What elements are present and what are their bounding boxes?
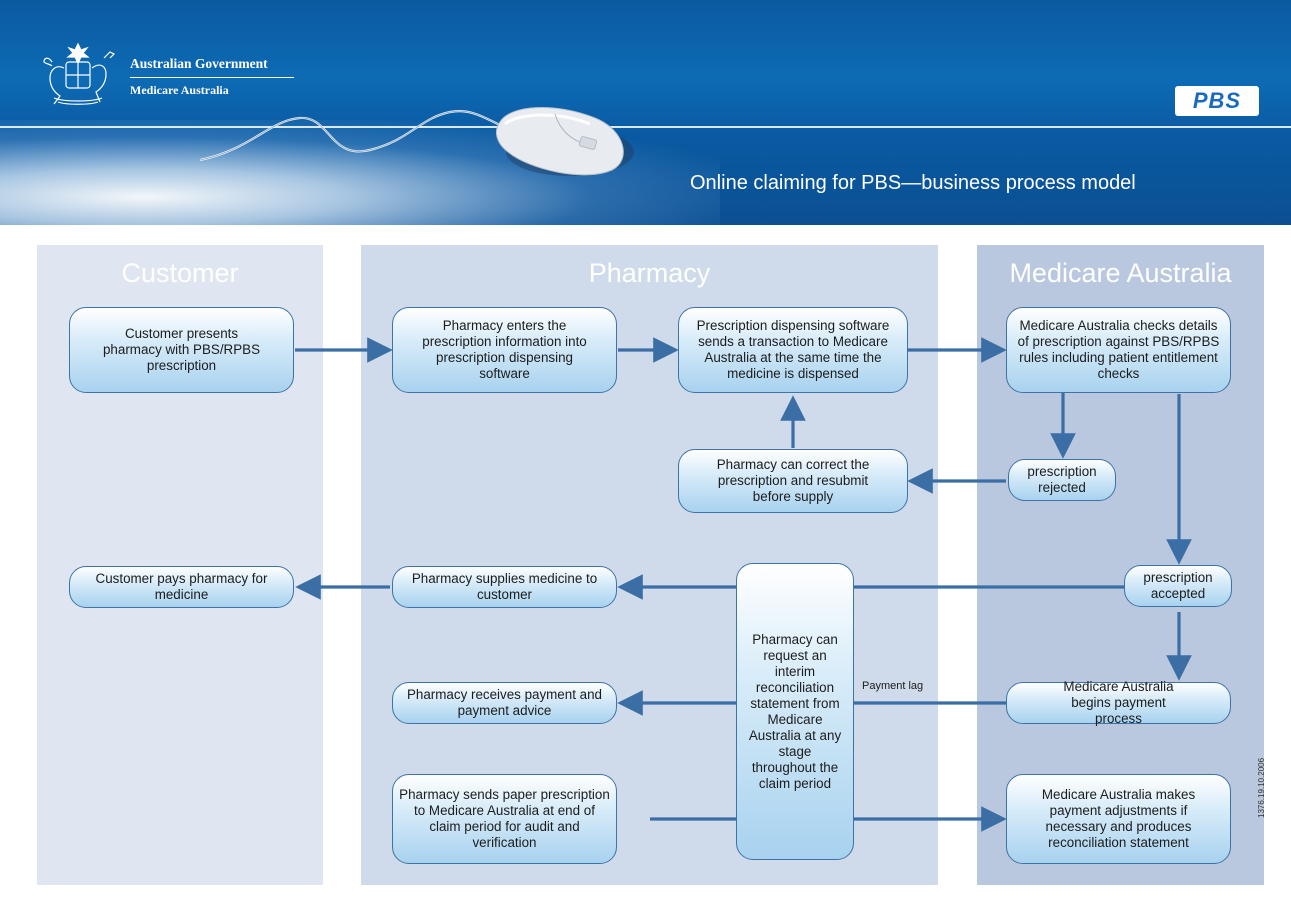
payment-lag-label: Payment lag [862,680,924,692]
node-pharmacy-correct: Pharmacy can correct the prescription an… [678,449,908,513]
node-software-sends: Prescription dispensing software sends a… [678,307,908,393]
node-pharmacy-enters: Pharmacy enters the prescription informa… [392,307,617,393]
header-divider [0,126,1291,128]
node-pharmacy-receives-payment: Pharmacy receives payment and payment ad… [392,682,617,724]
node-prescription-accepted: prescription accepted [1124,565,1232,607]
lane-title-medicare: Medicare Australia [1009,258,1232,288]
node-pharmacy-sends-paper: Pharmacy sends paper prescription to Med… [392,774,617,864]
node-customer-pays: Customer pays pharmacy for medicine [69,566,294,608]
node-medicare-begins-payment: Medicare Australia begins payment proces… [1006,679,1231,726]
pbs-logo-text: PBS [1192,88,1242,113]
lane-title-customer: Customer [121,258,239,288]
header-banner: Australian Government Medicare Australia… [0,0,1291,225]
page-title: Online claiming for PBS—business process… [690,172,1136,194]
node-interim-reconciliation: Pharmacy can request an interim reconcil… [736,563,854,860]
government-wordmark: Australian Government Medicare Australia [130,56,294,98]
document-code: 1376.19.10.2006 [1257,757,1266,818]
node-customer-presents: Customer presents pharmacy with PBS/RPBS… [69,307,294,393]
computer-mouse-icon [199,106,634,176]
lane-title-pharmacy: Pharmacy [588,258,711,288]
node-medicare-adjustments: Medicare Australia makes payment adjustm… [1006,774,1231,864]
government-name: Australian Government [130,56,294,78]
pbs-logo: PBS [1175,86,1259,116]
agency-name: Medicare Australia [130,83,229,97]
node-medicare-checks: Medicare Australia checks details of pre… [1006,307,1231,393]
coat-of-arms-icon [43,42,116,105]
node-prescription-rejected: prescription rejected [1008,459,1116,501]
node-pharmacy-supplies: Pharmacy supplies medicine to customer [392,566,617,608]
